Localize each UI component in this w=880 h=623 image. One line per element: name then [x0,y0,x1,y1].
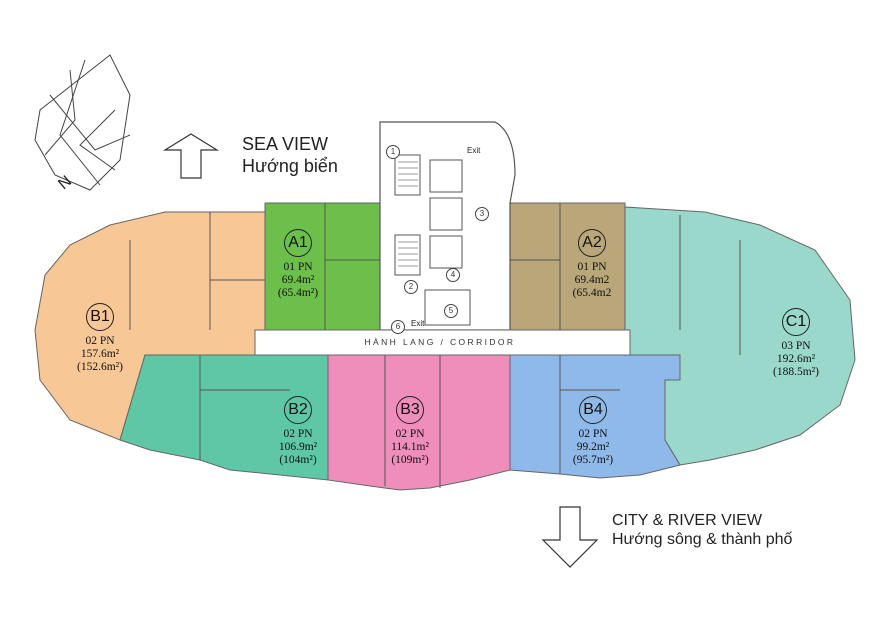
unit-net-area: (152.6m²) [77,360,123,373]
unit-area: 106.9m² [278,440,318,453]
compass-icon [34,54,131,191]
unit-code: B2 [284,396,312,424]
compass-north-letter: N [55,173,75,193]
unit-code: B1 [86,303,114,331]
sea-view-en: SEA VIEW [242,134,329,154]
core-marker-2: 2 [404,280,418,294]
exit-label-bottom: Exit [411,319,425,328]
unit-rooms: 01 PN [577,261,607,273]
unit-b3-label: B3 02 PN 114.1m² (109m²) [372,396,448,467]
unit-area: 69.4m² [281,273,315,286]
unit-net-area: (104m²) [279,453,317,466]
sea-view-vi: Hướng biển [242,155,338,176]
unit-rooms: 02 PN [395,428,425,440]
corridor [254,329,631,356]
unit-code: A1 [284,229,312,257]
unit-net-area: (188.5m²) [773,365,819,378]
unit-net-area: (95.7m²) [572,453,614,466]
unit-rooms: 01 PN [283,261,313,273]
unit-net-area: (65.4m²) [277,286,319,299]
unit-net-area: (65.4m2 [572,286,612,299]
core-marker-1: 1 [386,145,400,159]
city-river-view-label: CITY & RIVER VIEW Hướng sông & thành phố [612,511,792,549]
unit-code: B4 [579,396,607,424]
unit-rooms: 02 PN [283,428,313,440]
arrow-up-icon [162,133,220,179]
unit-area: 192.6m² [776,352,816,365]
exit-label-top: Exit [467,146,481,155]
unit-a1-label: A1 01 PN 69.4m² (65.4m²) [263,229,333,300]
city-view-vi: Hướng sông & thành phố [612,531,793,549]
interior-walls [129,203,741,488]
stair-lines [398,161,418,267]
unit-c1-label: C1 03 PN 192.6m² (188.5m²) [756,308,836,379]
city-view-en: CITY & RIVER VIEW [612,512,762,529]
unit-b2-label: B2 02 PN 106.9m² (104m²) [260,396,336,467]
core-marker-6: 6 [391,320,405,334]
unit-net-area: (109m²) [391,453,429,466]
corridor-label: HÀNH LANG / CORRIDOR [364,337,516,347]
core-marker-3: 3 [475,207,489,221]
unit-rooms: 02 PN [578,428,608,440]
unit-area: 69.4m2 [574,273,610,286]
sea-view-label: SEA VIEW Hướng biển [242,134,338,177]
core-marker-5: 5 [444,304,458,318]
unit-area: 157.6m² [80,347,120,360]
unit-area: 99.2m² [576,440,610,453]
unit-area: 114.1m² [391,440,429,453]
arrow-down-icon [541,506,599,568]
unit-b4-label: B4 02 PN 99.2m² (95.7m²) [555,396,631,467]
unit-code: A2 [578,229,606,257]
unit-b1-label: B1 02 PN 157.6m² (152.6m²) [60,303,140,374]
unit-rooms: 03 PN [781,340,811,352]
unit-code: B3 [396,396,424,424]
unit-a2-label: A2 01 PN 69.4m2 (65.4m2 [557,229,627,300]
unit-rooms: 02 PN [85,335,115,347]
core-marker-4: 4 [446,268,460,282]
unit-code: C1 [782,308,810,336]
